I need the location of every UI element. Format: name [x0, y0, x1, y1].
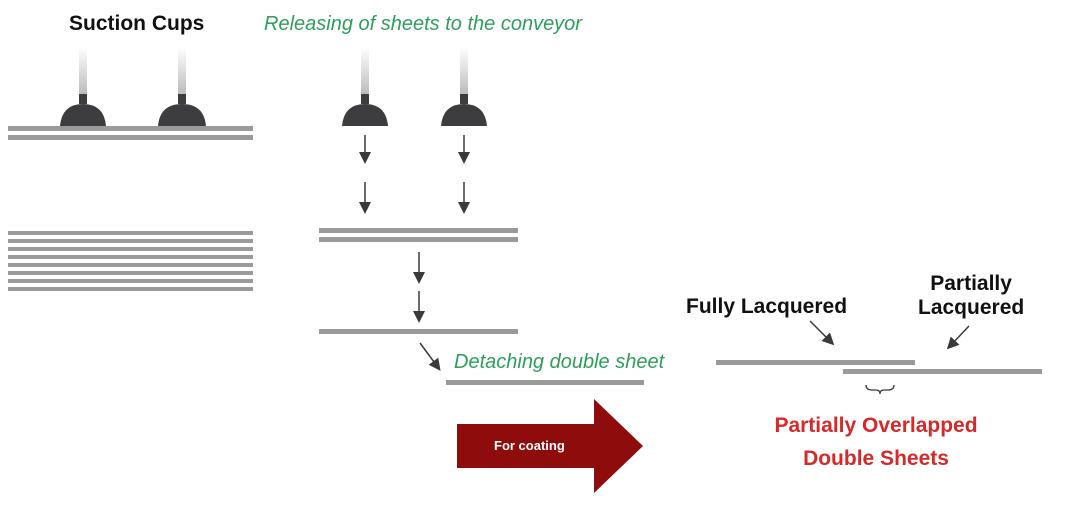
- suction-cup: [158, 47, 206, 126]
- partially-lacquered-label: Partially Lacquered: [918, 272, 1024, 320]
- overlapped-sheets: [716, 360, 1042, 374]
- overlap-brace-icon: [865, 384, 895, 395]
- suction-cup: [441, 47, 487, 126]
- overlapped-line1: Partially Overlapped: [774, 414, 978, 437]
- sheet-stack: [8, 231, 253, 291]
- detach-arrow: [419, 342, 441, 371]
- suction-cup: [342, 47, 388, 126]
- partially-lacquered-line2: Lacquered: [918, 296, 1025, 319]
- suction-cups-label: Suction Cups: [69, 12, 205, 35]
- for-coating-label: For coating: [494, 438, 565, 453]
- release-arrows: [359, 135, 470, 214]
- lacquer-pointers: [809, 320, 970, 350]
- suction-cup: [60, 47, 106, 126]
- conveyor-sheet: [319, 329, 518, 334]
- coating-arrow: [457, 399, 643, 493]
- released-double-sheet: [319, 228, 518, 242]
- overlapped-label: Partially Overlapped Double Sheets: [770, 409, 982, 475]
- lifted-sheets: [8, 126, 253, 140]
- fully-lacquered-label: Fully Lacquered: [686, 295, 848, 318]
- detached-sheet: [446, 380, 644, 385]
- releasing-label: Releasing of sheets to the conveyor: [264, 13, 582, 35]
- partially-lacquered-line1: Partially: [930, 272, 1012, 295]
- overlapped-line2: Double Sheets: [803, 447, 949, 470]
- detaching-label: Detaching double sheet: [454, 351, 665, 373]
